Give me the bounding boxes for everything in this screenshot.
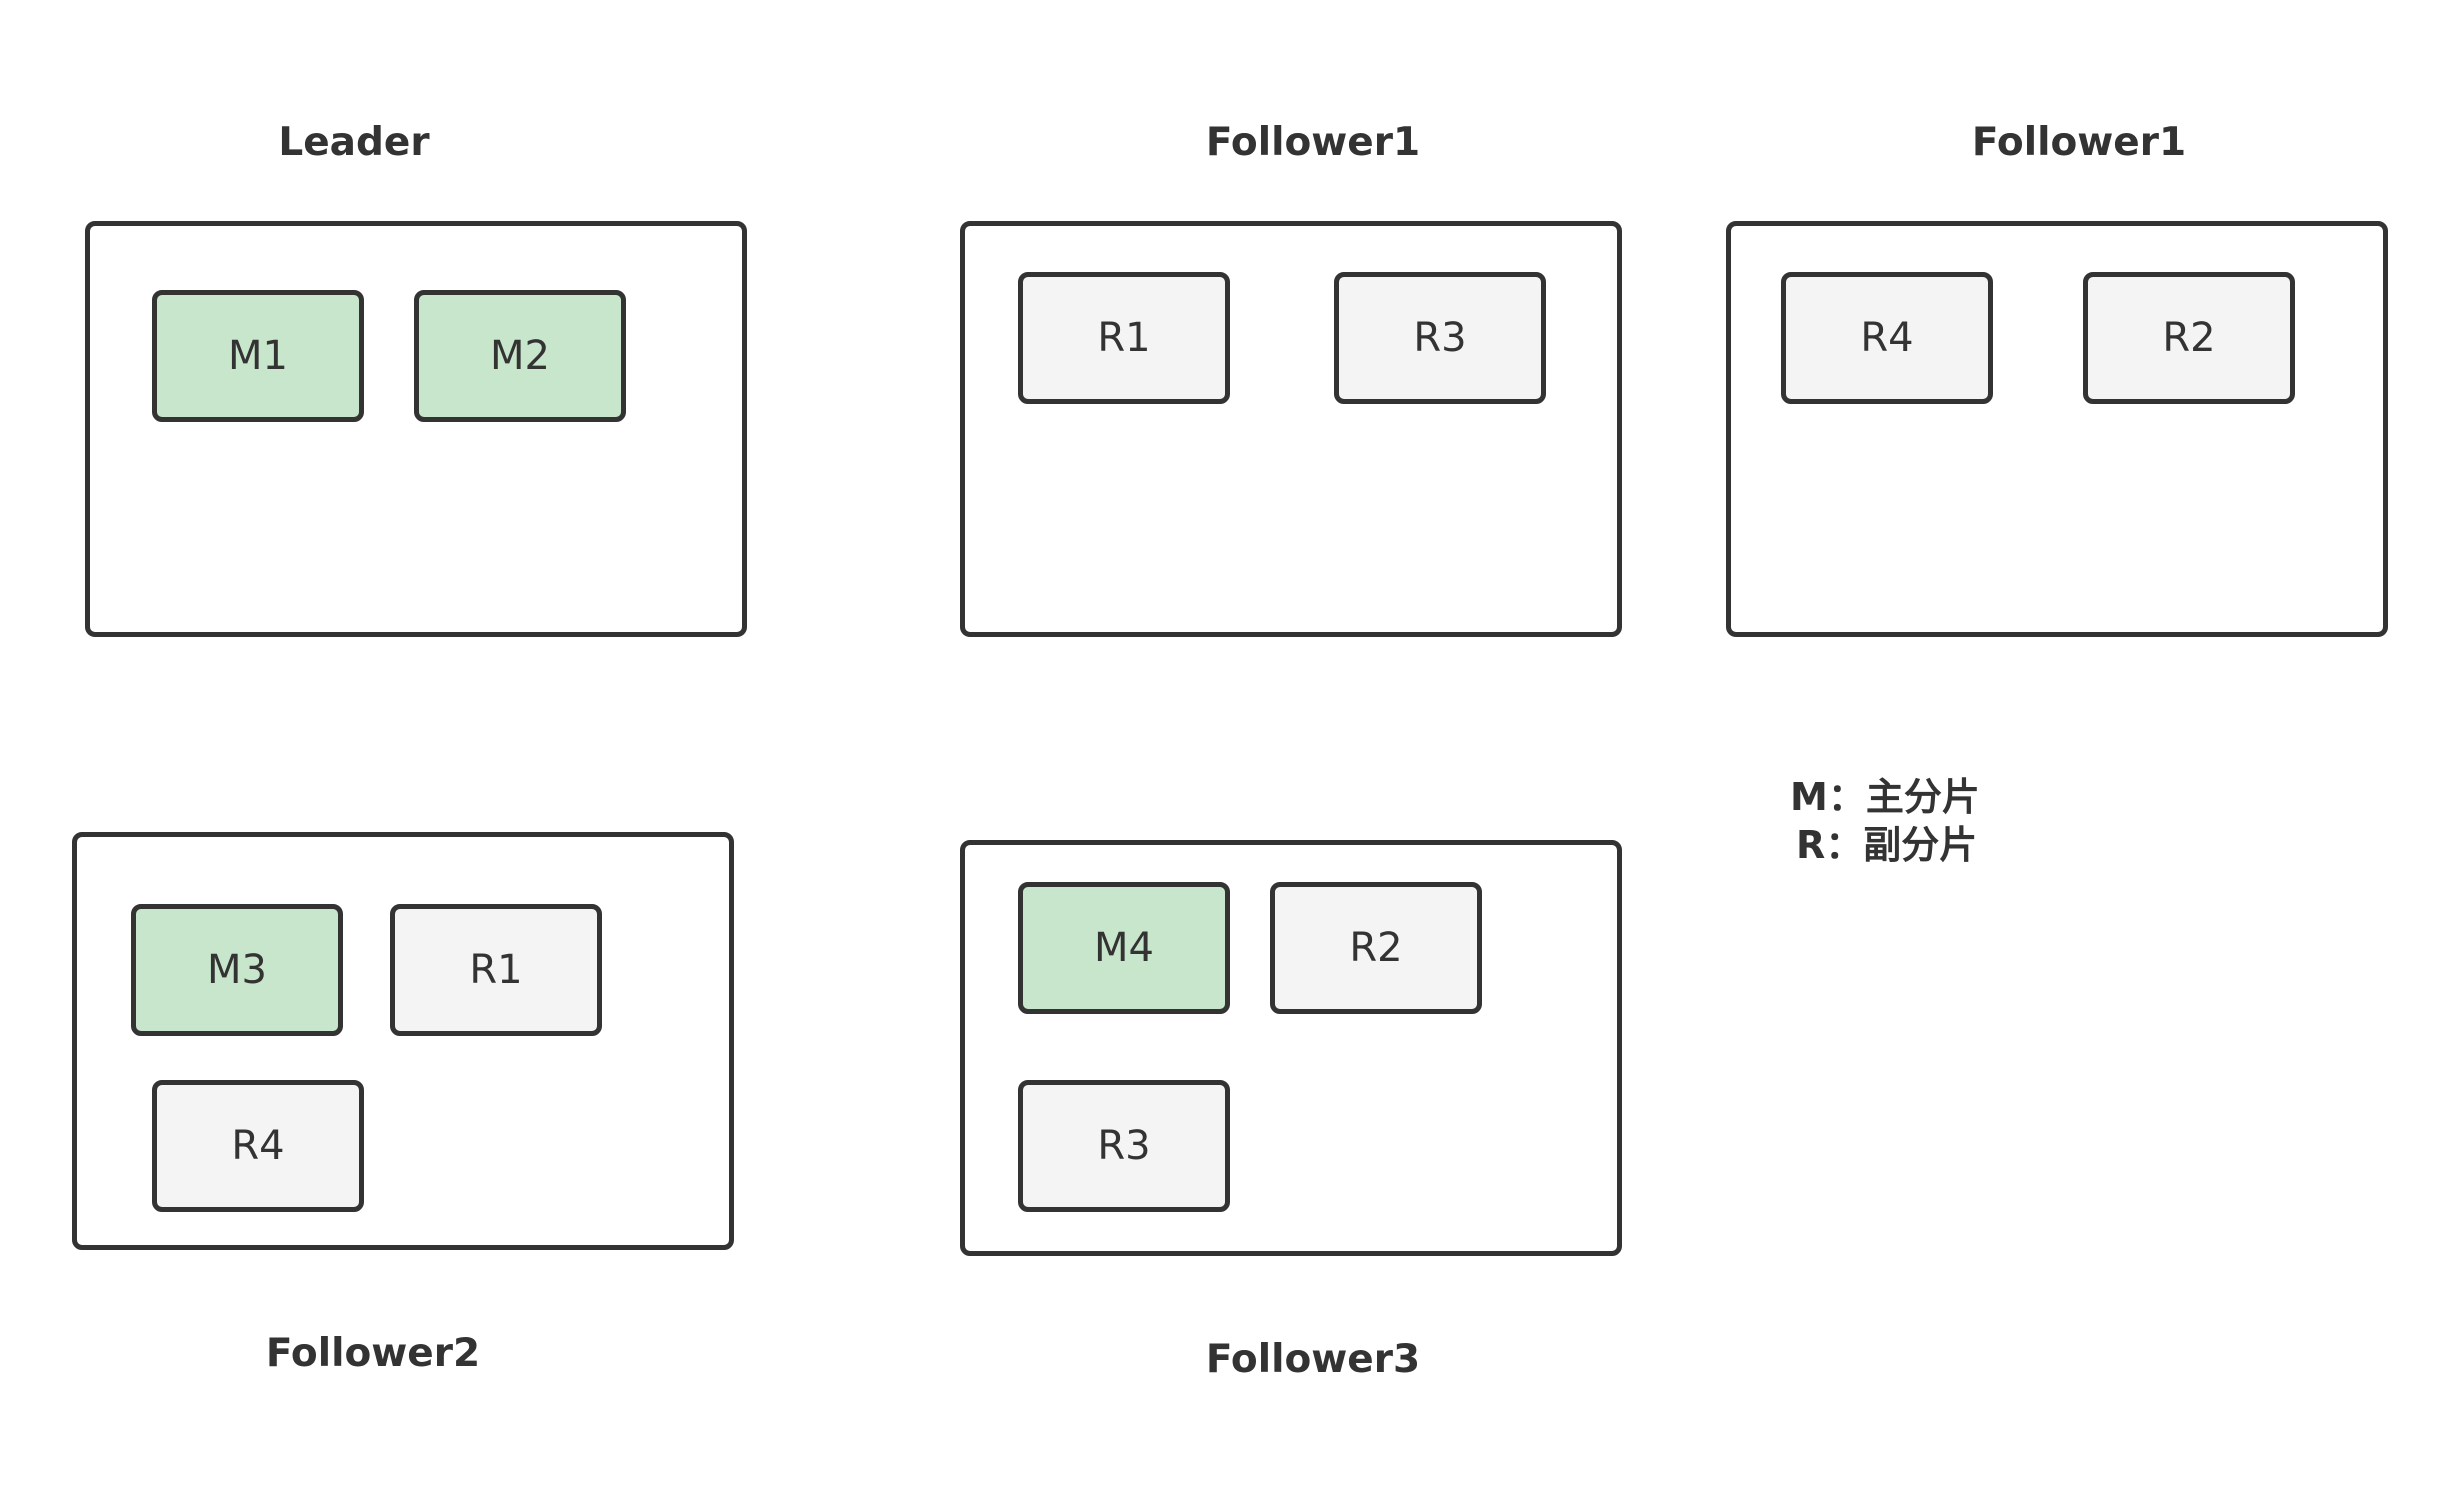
shard-replica-r4: R4	[152, 1080, 364, 1212]
node-title-leader: Leader	[278, 120, 430, 165]
legend-primary: M：主分片	[1790, 775, 1980, 819]
shard-replica-r2: R2	[2083, 272, 2295, 404]
shard-primary-m4: M4	[1018, 882, 1230, 1014]
shard-replica-r3: R3	[1018, 1080, 1230, 1212]
legend: M：主分片 R：副分片	[1790, 773, 1980, 869]
node-title-follower2: Follower2	[265, 1331, 481, 1376]
shard-primary-m2: M2	[414, 290, 626, 422]
shard-replica-r1: R1	[390, 904, 602, 1036]
shard-replica-r1: R1	[1018, 272, 1230, 404]
shard-replica-r4: R4	[1781, 272, 1993, 404]
shard-replica-r3: R3	[1334, 272, 1546, 404]
legend-replica: R：副分片	[1796, 823, 1978, 867]
shard-replica-r2: R2	[1270, 882, 1482, 1014]
shard-primary-m3: M3	[131, 904, 343, 1036]
node-box-leader	[85, 221, 747, 637]
node-title-follower1-a: Follower1	[1205, 120, 1421, 165]
node-title-follower1-b: Follower1	[1971, 120, 2187, 165]
shard-primary-m1: M1	[152, 290, 364, 422]
node-title-follower3: Follower3	[1205, 1337, 1421, 1382]
